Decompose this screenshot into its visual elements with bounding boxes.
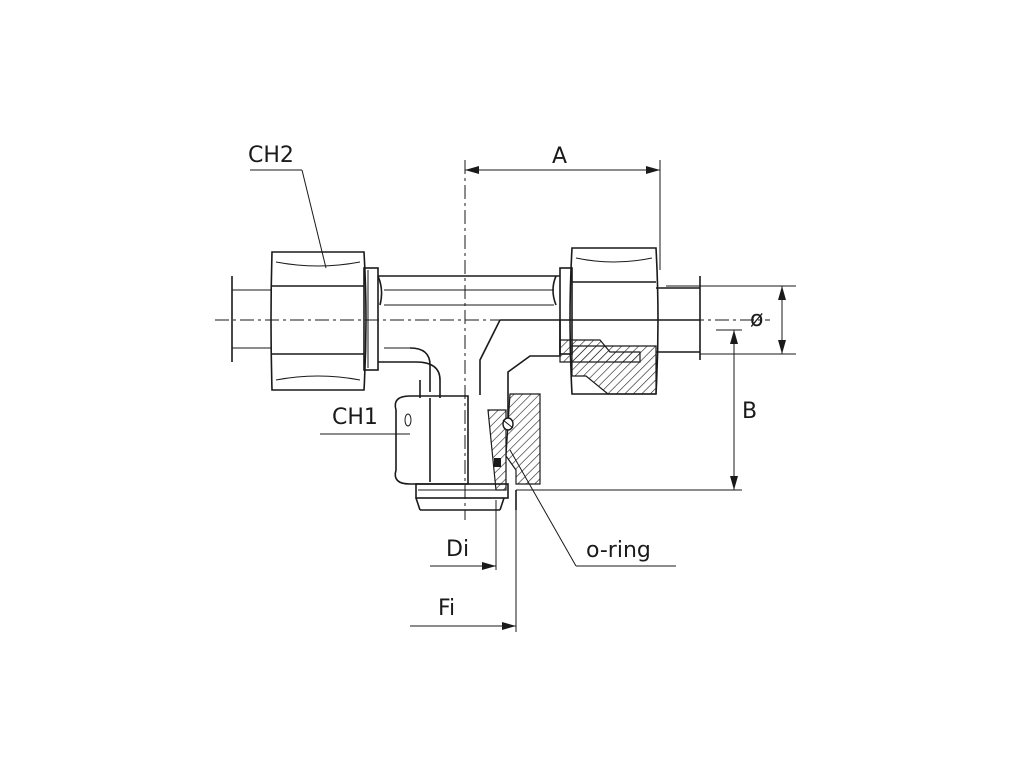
ch2-leader <box>250 169 327 269</box>
label-ch2: CH2 <box>248 143 294 168</box>
label-diameter: ø <box>750 307 763 332</box>
right-hex-nut <box>559 247 700 395</box>
right-tube <box>656 276 701 360</box>
label-fi: Fi <box>438 596 455 621</box>
label-a: A <box>552 144 567 169</box>
o-ring-leader <box>509 449 676 567</box>
left-hex-nut <box>270 251 379 391</box>
dimension-diameter <box>666 285 796 355</box>
label-b: B <box>742 399 757 424</box>
lower-hex-nut <box>394 395 509 511</box>
dimension-b <box>516 329 742 491</box>
dimension-a <box>465 160 661 270</box>
label-o-ring: o-ring <box>586 538 651 563</box>
lower-branch-section <box>487 393 541 510</box>
left-tube <box>231 276 272 362</box>
dimension-di <box>430 500 497 570</box>
label-di: Di <box>446 537 469 562</box>
label-ch1: CH1 <box>332 405 378 430</box>
center-lines <box>215 160 770 520</box>
dimension-fi <box>410 500 517 632</box>
